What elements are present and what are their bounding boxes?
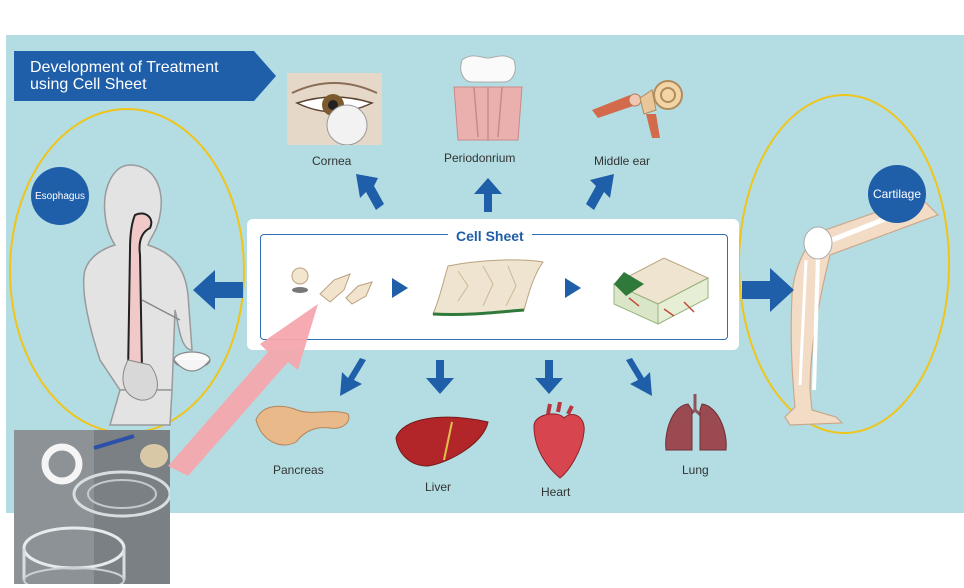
leg-figure (784, 196, 940, 426)
esophagus-badge-label: Esophagus (34, 190, 86, 202)
heart-icon (533, 402, 585, 479)
esophagus-badge: Esophagus (31, 167, 89, 225)
liver-label: Liver (425, 480, 452, 494)
title-banner: Development of Treatment using Cell Shee… (14, 51, 276, 101)
middle-ear-icon (592, 80, 683, 138)
periodonrium-label: Periodonrium (444, 151, 516, 165)
arrow-step-2 (565, 278, 581, 298)
arrow-step-1 (392, 278, 408, 298)
cornea-label: Cornea (312, 154, 352, 168)
arrow-to-liver (426, 360, 454, 394)
pancreas-label: Pancreas (273, 463, 324, 477)
lung-icon (665, 394, 727, 451)
arrow-to-esophagus (193, 270, 243, 310)
tooth-icon (453, 55, 523, 141)
title-text: Development of Treatment using Cell Shee… (30, 59, 260, 93)
arrow-to-pancreas (340, 358, 366, 396)
arrow-to-periodonrium (474, 178, 502, 212)
title-line-2: using Cell Sheet (30, 76, 147, 93)
eye-icon (291, 82, 378, 146)
cartilage-oval (738, 94, 950, 434)
petri-dish-photo (14, 430, 170, 584)
cornea-image (287, 73, 382, 146)
lung-label: Lung (682, 463, 709, 477)
cartilage-badge: Cartilage (868, 165, 926, 223)
arrow-to-cornea (356, 174, 384, 210)
middle-ear-label: Middle ear (594, 154, 651, 168)
liver-icon (395, 416, 489, 467)
cell-sheet-title: Cell Sheet (448, 228, 532, 244)
cell-sheet-photo (14, 430, 170, 584)
esophagus-figure (82, 164, 211, 426)
pancreas-icon (255, 405, 350, 446)
title-line-1: Development of Treatment (30, 59, 219, 76)
title-banner-shape (14, 51, 276, 101)
arrow-to-middle-ear (586, 174, 614, 210)
cell-sheet-illustration (432, 259, 544, 317)
heart-label: Heart (541, 485, 571, 499)
arrow-to-lung (626, 358, 652, 396)
arrow-to-cartilage (742, 268, 794, 312)
arrow-to-heart (535, 360, 563, 394)
single-cells-illustration (291, 267, 373, 305)
layered-sheet-illustration (612, 257, 710, 325)
cartilage-badge-label: Cartilage (872, 187, 922, 201)
photo-pointer-arrow (168, 304, 318, 476)
